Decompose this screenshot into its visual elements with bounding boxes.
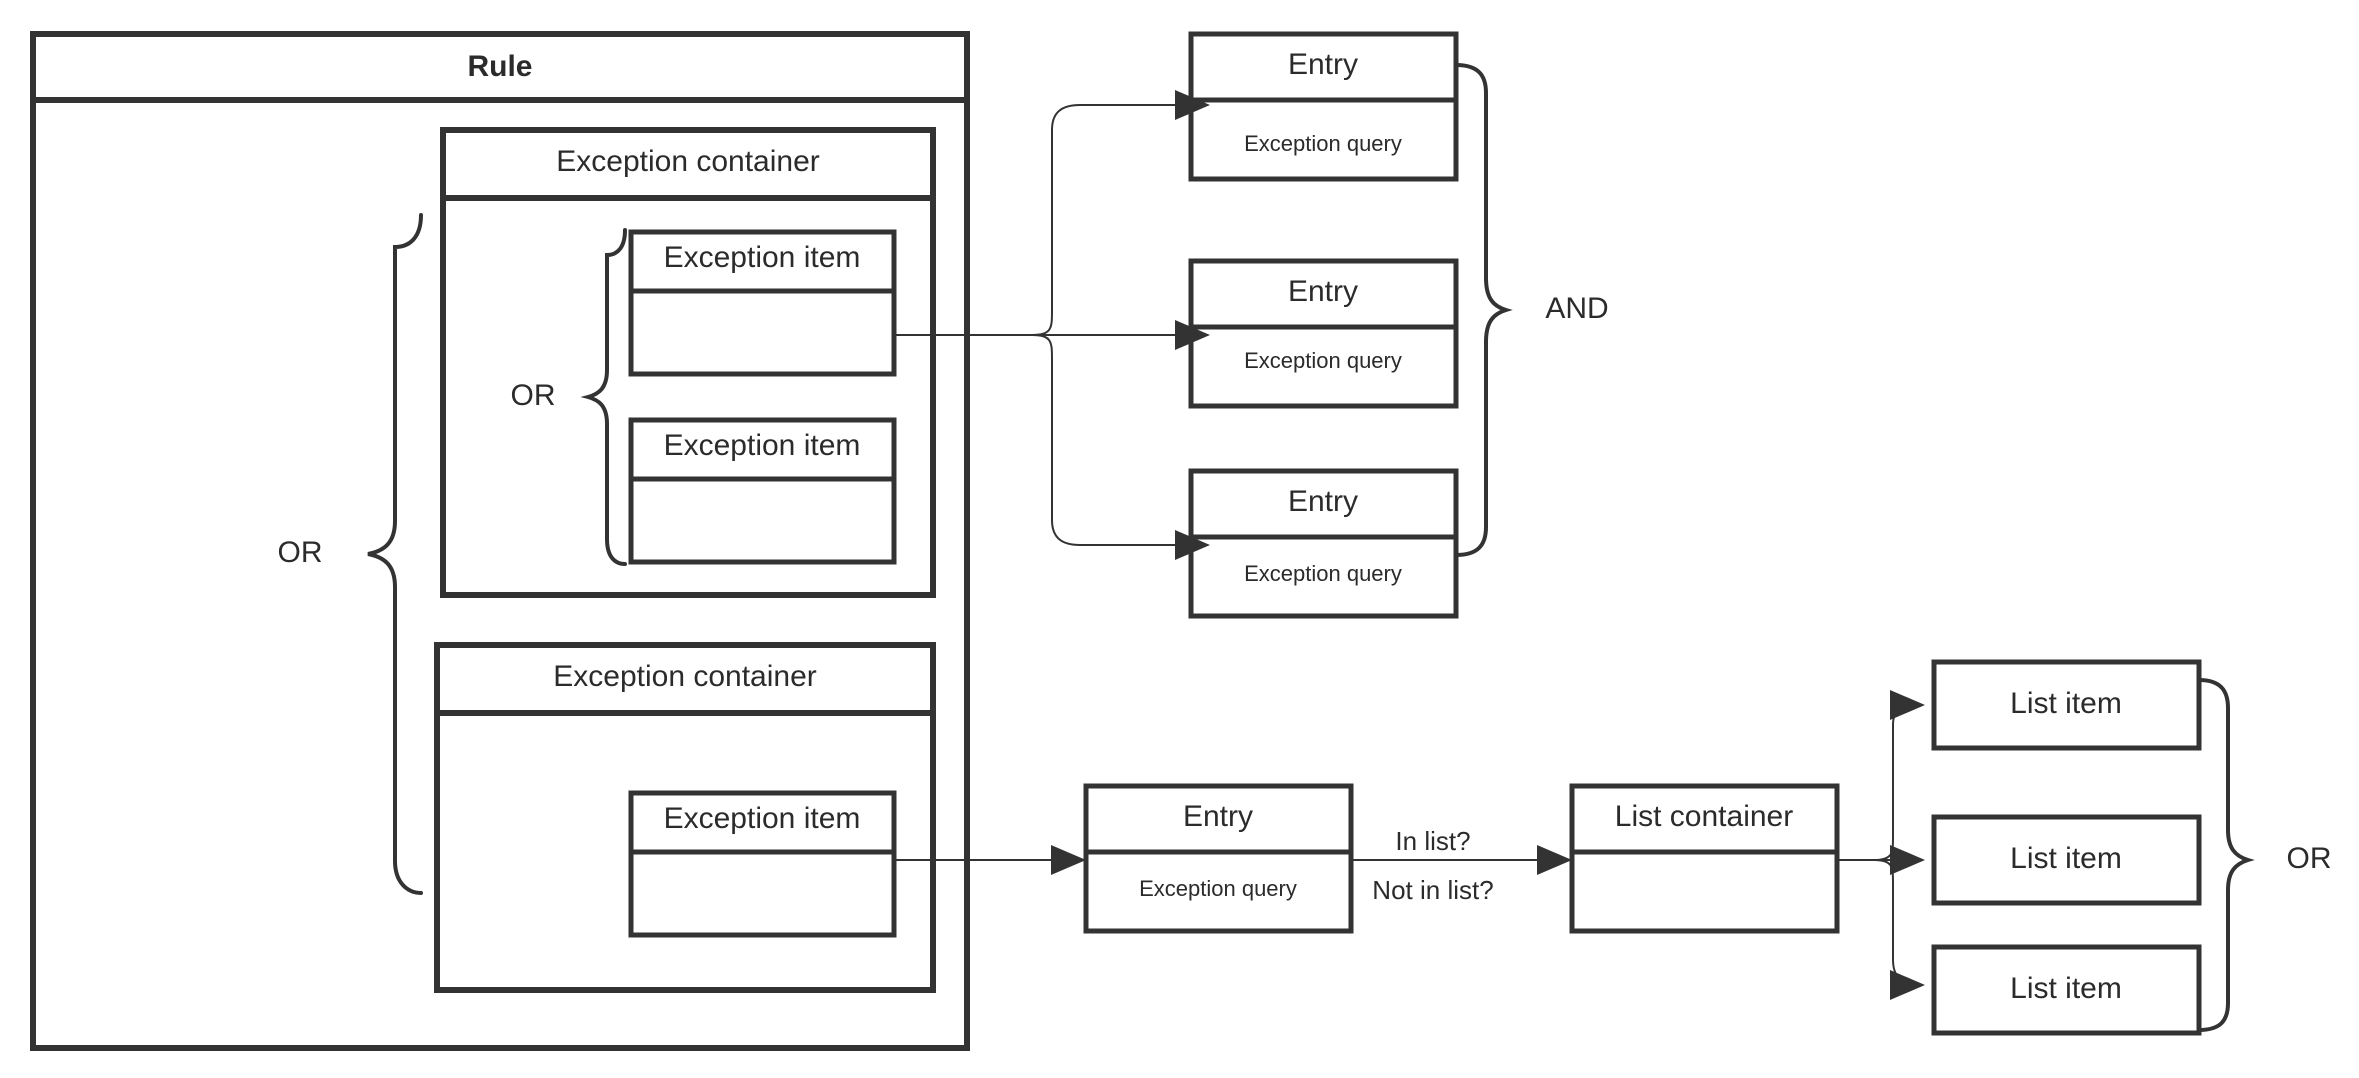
rule-box[interactable]: Rule — [30, 31, 970, 1051]
entry-body: Exception query — [1244, 348, 1402, 373]
list-entry-label: Entry — [1183, 800, 1253, 833]
exception-container-1-or-label: OR — [511, 379, 556, 412]
entry-label: Entry — [1288, 48, 1358, 81]
entry-box[interactable]: Entry Exception query — [1188, 258, 1459, 409]
exception-container-1-or-brace: OR — [511, 228, 627, 566]
list-or-brace: OR — [2197, 678, 2332, 1032]
entry-body: Exception query — [1244, 131, 1402, 156]
entry-label: Entry — [1288, 485, 1358, 518]
arrowhead-icon — [1890, 845, 1925, 875]
exception-item-label: Exception item — [664, 802, 861, 835]
edge-label-in-list: In list? — [1395, 826, 1470, 856]
exception-container-1-title: Exception container — [556, 145, 820, 178]
edge-label-not-in-list: Not in list? — [1372, 875, 1493, 905]
exception-item[interactable]: Exception item — [628, 790, 897, 938]
list-container-box[interactable]: List container — [1569, 783, 1840, 934]
list-entry-body: Exception query — [1139, 876, 1297, 901]
exception-item-label: Exception item — [664, 429, 861, 462]
list-or-label: OR — [2287, 842, 2332, 875]
rule-or-label: OR — [278, 536, 323, 569]
exception-container-1[interactable]: Exception container OR Exception item Ex… — [440, 127, 936, 598]
exception-item-label: Exception item — [664, 241, 861, 274]
and-label: AND — [1545, 292, 1608, 325]
list-item[interactable]: List item — [1931, 944, 2202, 1036]
and-brace: AND — [1454, 63, 1609, 557]
list-item[interactable]: List item — [1931, 659, 2202, 751]
list-item-label: List item — [2010, 687, 2122, 720]
arrowhead-icon — [1890, 970, 1925, 1000]
list-entry-box[interactable]: Entry Exception query — [1083, 783, 1354, 934]
exception-item[interactable]: Exception item — [628, 229, 897, 377]
entry-box[interactable]: Entry Exception query — [1188, 468, 1459, 619]
entry-box[interactable]: Entry Exception query — [1188, 31, 1459, 182]
entry-body: Exception query — [1244, 561, 1402, 586]
exception-item[interactable]: Exception item — [628, 417, 897, 565]
list-item-label: List item — [2010, 972, 2122, 1005]
connector-item-to-entries — [894, 90, 1210, 560]
arrowhead-icon — [1890, 690, 1925, 720]
exception-container-2-title: Exception container — [553, 660, 817, 693]
connector-list-container-to-items — [1837, 690, 1925, 1000]
connector-entry-to-list-container: In list? Not in list? — [1351, 826, 1572, 905]
entry-label: Entry — [1288, 275, 1358, 308]
list-item[interactable]: List item — [1931, 814, 2202, 906]
connector-item-to-list-entry — [894, 845, 1086, 875]
arrowhead-icon — [1537, 845, 1572, 875]
list-item-label: List item — [2010, 842, 2122, 875]
list-container-label: List container — [1615, 800, 1793, 833]
exception-container-2[interactable]: Exception container Exception item — [434, 642, 936, 993]
arrowhead-icon — [1051, 845, 1086, 875]
rule-or-brace: OR — [278, 213, 423, 895]
rule-title: Rule — [467, 50, 532, 83]
